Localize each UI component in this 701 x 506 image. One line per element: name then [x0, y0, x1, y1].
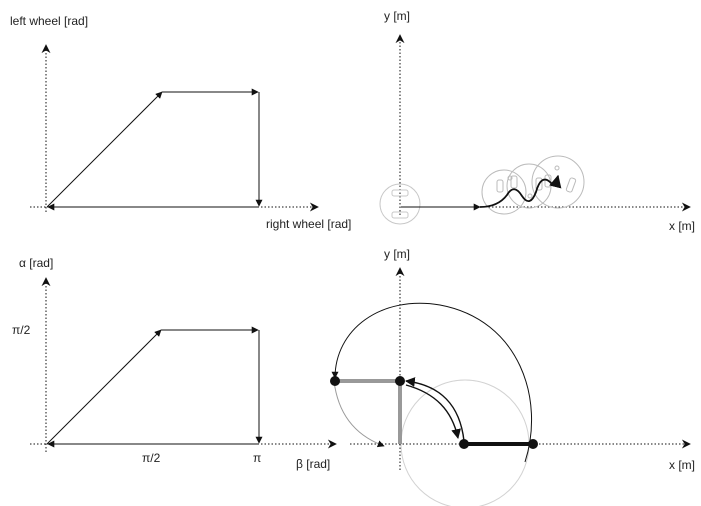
panel-bottom-left: α [rad] π/2 π/2 π β [rad] [12, 256, 337, 471]
panel-bottom-right: y [m] x [m] [330, 247, 695, 506]
x-axis-label: x [m] [669, 458, 695, 472]
y-tick-label: π/2 [12, 323, 31, 337]
panel-top-right: y [m] x [m] [379, 9, 695, 233]
robot-pose-start [379, 183, 421, 225]
x-axis-label: right wheel [rad] [266, 217, 351, 231]
outer-arc [331, 302, 532, 463]
waypoint-dot [330, 376, 340, 386]
path-segment [46, 91, 163, 208]
waypoint-dot [459, 439, 469, 449]
waypoint-dot [528, 439, 538, 449]
x-tick-label: π/2 [142, 451, 161, 465]
robot-path [479, 174, 562, 208]
y-axis-label: y [m] [384, 247, 410, 261]
robot-pose [481, 155, 585, 215]
x-tick-label: π [253, 451, 261, 465]
path-segment [46, 329, 162, 445]
y-axis-label: α [rad] [19, 256, 53, 270]
panel-top-left: left wheel [rad] right wheel [rad] [10, 14, 351, 231]
x-axis-label: x [m] [669, 219, 695, 233]
inner-arc [405, 384, 461, 439]
waypoint-dot [395, 376, 405, 386]
y-axis-label: y [m] [384, 9, 410, 23]
light-arc [333, 380, 385, 448]
inner-arc [405, 377, 465, 442]
y-axis-label: left wheel [rad] [10, 14, 88, 28]
x-axis-label: β [rad] [296, 457, 330, 471]
